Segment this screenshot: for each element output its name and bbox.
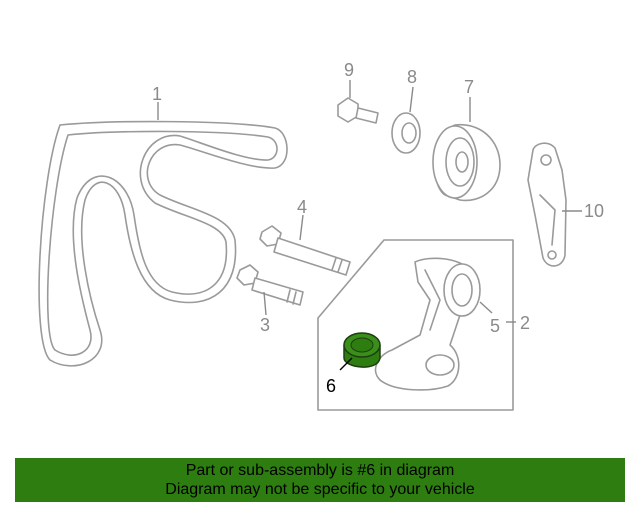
tensioner-assembly-outline bbox=[317, 239, 514, 411]
idler-pulley-highlighted[interactable] bbox=[343, 332, 381, 368]
banner-line-1: Part or sub-assembly is #6 in diagram bbox=[185, 462, 455, 479]
parts-diagram: 1 9 8 7 4 3 5 2 10 6 bbox=[38, 60, 604, 411]
callout-2: 2 bbox=[520, 313, 530, 333]
callout-9: 9 bbox=[344, 60, 354, 80]
callout-8: 8 bbox=[407, 67, 417, 87]
callout-4: 4 bbox=[297, 197, 307, 217]
leader-lines bbox=[157, 80, 582, 371]
idler-pulley-7[interactable] bbox=[432, 123, 501, 202]
callout-7: 7 bbox=[464, 77, 474, 97]
info-banner: Part or sub-assembly is #6 in diagram Di… bbox=[15, 458, 625, 502]
callout-3: 3 bbox=[260, 315, 270, 335]
bolt-4[interactable] bbox=[259, 225, 351, 276]
callout-5: 5 bbox=[490, 316, 500, 336]
callout-6: 6 bbox=[326, 376, 336, 396]
callout-10: 10 bbox=[584, 201, 604, 221]
callout-1: 1 bbox=[152, 84, 162, 104]
washer-8[interactable] bbox=[391, 112, 421, 154]
serpentine-belt[interactable] bbox=[38, 120, 288, 367]
bracket-10[interactable] bbox=[527, 142, 567, 267]
bolt-9[interactable] bbox=[337, 97, 379, 124]
bolt-3[interactable] bbox=[236, 264, 304, 306]
tensioner-body[interactable] bbox=[374, 257, 481, 391]
banner-line-2: Diagram may not be specific to your vehi… bbox=[165, 481, 475, 498]
